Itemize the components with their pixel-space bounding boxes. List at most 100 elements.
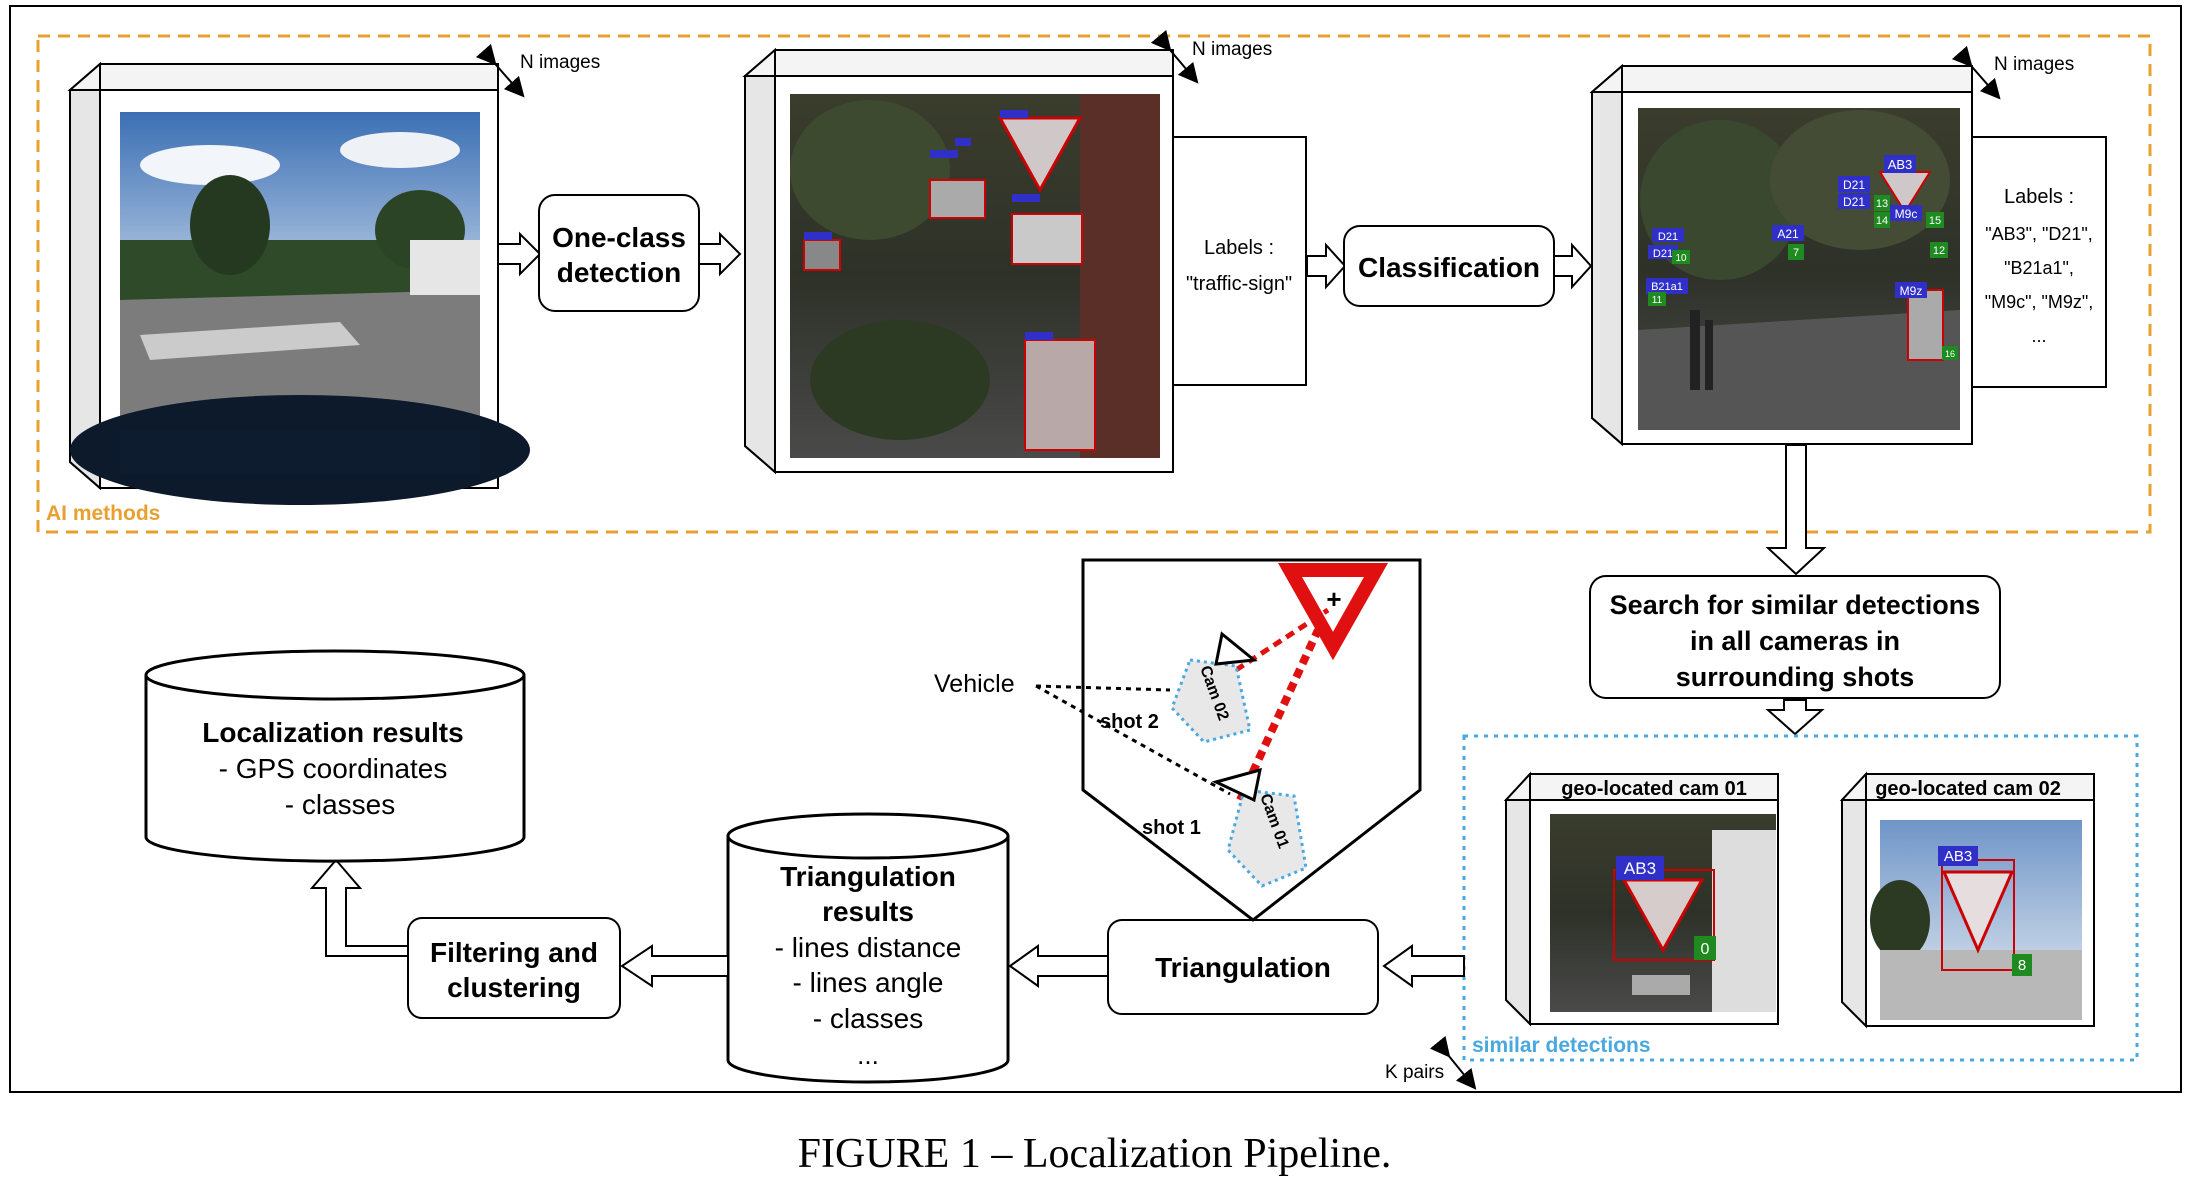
similar-detections-region	[1462, 734, 2139, 1062]
classified-image-stack: AB3 D21 D21 M9c A21 D21 D21 B21a1 M9z 13…	[1589, 63, 1973, 447]
tri-results-line-4: - lines angle	[793, 967, 944, 998]
yield-sign-icon	[1277, 563, 1389, 661]
cam02-tag-text: AB3	[1944, 848, 1972, 865]
svg-text:16: 16	[1945, 349, 1955, 359]
n-images-arrow-3	[1951, 45, 2001, 100]
filtering-line-2: clustering	[447, 972, 581, 1003]
arrow-to-triangulation-results	[1008, 944, 1109, 988]
arrow-to-detected-images	[698, 231, 742, 277]
cam01-title: geo-located cam 01	[1561, 778, 1747, 800]
loc-results-line-2: - GPS coordinates	[219, 753, 448, 784]
cam02-photo	[1870, 820, 2082, 1020]
shot1-label: shot 1	[1142, 817, 1201, 839]
cam02-num	[2012, 954, 2032, 976]
k-pairs-arrow	[1429, 1035, 1477, 1090]
labels-note-2: Labels : "AB3", "D21", "B21a1", "M9c", "…	[1971, 136, 2107, 388]
svg-text:10: 10	[1675, 253, 1687, 264]
svg-text:M9c: M9c	[1895, 207, 1918, 221]
cam01-body: Cam 01	[1211, 767, 1308, 888]
svg-text:A21: A21	[1777, 227, 1799, 241]
classification-box: Classification	[1343, 225, 1555, 307]
triangulation-sketch: + Cam 02 Cam 01 shot 2 shot 1	[1035, 558, 1422, 922]
classification-text: Classification	[1358, 252, 1540, 283]
tri-results-line-6: ...	[857, 1040, 879, 1070]
vehicle-line-shot2	[1035, 684, 1171, 692]
arrow-to-filtering	[620, 944, 729, 988]
svg-text:B21a1: B21a1	[1651, 281, 1683, 293]
cam02-body: Cam 02	[1170, 631, 1258, 744]
search-line-2: in all cameras in	[1690, 626, 1900, 656]
det-tag-4	[1012, 194, 1040, 202]
cam02-title: geo-located cam 02	[1875, 778, 2061, 800]
labels-note-1: Labels : "traffic-sign"	[1172, 136, 1307, 386]
plus-icon: +	[1326, 584, 1341, 614]
svg-text:M9z: M9z	[1900, 284, 1923, 298]
svg-text:AB3: AB3	[1888, 157, 1913, 172]
arrow-to-classified-images	[1553, 242, 1593, 290]
labels2-line-4: "M9c", "M9z",	[1985, 292, 2094, 312]
search-line-1: Search for similar detections	[1610, 590, 1981, 620]
labels2-line-1: Labels :	[2004, 186, 2074, 208]
tri-results-line-5: - classes	[813, 1003, 923, 1034]
search-similar-box: Search for similar detections in all cam…	[1589, 575, 2001, 699]
cam02-num-text: 8	[2018, 957, 2026, 974]
outer-frame	[9, 5, 2182, 1093]
triangulation-results-db: Triangulation results - lines distance -…	[726, 812, 1010, 1084]
svg-text:13: 13	[1876, 198, 1888, 210]
cam02-stack: geo-located cam 02 AB3 8	[1839, 771, 2095, 1029]
detection-photo	[790, 94, 1160, 458]
cam01-num-text: 0	[1701, 941, 1710, 958]
n-images-count-1: N images	[520, 52, 600, 73]
similar-detections-label: similar detections	[1472, 1034, 1651, 1057]
labels1-line-2: "traffic-sign"	[1186, 273, 1292, 295]
svg-text:14: 14	[1876, 215, 1888, 227]
loc-results-line-1: Localization results	[202, 717, 463, 748]
loc-results-line-3: - classes	[285, 789, 395, 820]
arrow-to-similar	[1765, 699, 1825, 736]
tri-results-line-3: - lines distance	[775, 932, 962, 963]
svg-text:D21: D21	[1653, 248, 1673, 260]
input-image-stack	[67, 61, 530, 505]
labels2-line-5: ...	[2031, 326, 2046, 346]
arrow-to-triangulation	[1382, 944, 1465, 988]
figure-caption: FIGURE 1 – Localization Pipeline.	[797, 1131, 1392, 1177]
tri-results-line-2: results	[822, 896, 914, 927]
k-pairs-count: K pairs	[1385, 1062, 1444, 1083]
arrow-to-localization-results	[309, 858, 409, 957]
det-tag-1	[1000, 110, 1028, 118]
one-class-detection-box: One-class detection	[538, 194, 700, 312]
det-tag-5	[804, 232, 832, 240]
shot2-label: shot 2	[1100, 711, 1159, 733]
detection-line-1: One-class	[552, 222, 686, 253]
svg-text:15: 15	[1929, 215, 1941, 227]
det-tag-2	[930, 150, 958, 158]
det-tag-6	[1025, 332, 1053, 340]
svg-text:7: 7	[1793, 247, 1799, 259]
cam02-tag	[1938, 846, 1978, 866]
detection-line-2: detection	[557, 257, 681, 288]
triangulation-text: Triangulation	[1155, 952, 1331, 983]
road-scene-photo	[70, 112, 530, 505]
ai-methods-region	[36, 34, 2152, 534]
svg-text:D21: D21	[1843, 195, 1865, 209]
localization-results-db: Localization results - GPS coordinates -…	[144, 649, 526, 863]
ai-methods-label: AI methods	[46, 502, 160, 525]
arrow-to-detection	[497, 231, 542, 277]
det-tag-3	[955, 138, 971, 146]
n-images-count-2: N images	[1192, 39, 1272, 60]
arrow-to-classification	[1306, 242, 1347, 290]
detected-image-stack	[742, 47, 1174, 475]
n-images-arrow-2	[1150, 29, 1199, 84]
labels2-line-2: "AB3", "D21",	[1985, 224, 2093, 244]
class-tags: AB3 D21 D21 M9c A21 D21 D21 B21a1 M9z 13…	[1646, 155, 1958, 360]
vehicle-label: Vehicle	[934, 670, 1015, 698]
arrow-to-search	[1765, 444, 1827, 576]
n-images-arrow-1	[475, 43, 525, 98]
labels1-line-1: Labels :	[1204, 237, 1274, 259]
n-images-count-3: N images	[1994, 54, 2074, 75]
svg-text:D21: D21	[1843, 178, 1865, 192]
svg-text:12: 12	[1933, 245, 1945, 257]
filtering-line-1: Filtering and	[430, 937, 598, 968]
tri-results-line-1: Triangulation	[780, 861, 956, 892]
